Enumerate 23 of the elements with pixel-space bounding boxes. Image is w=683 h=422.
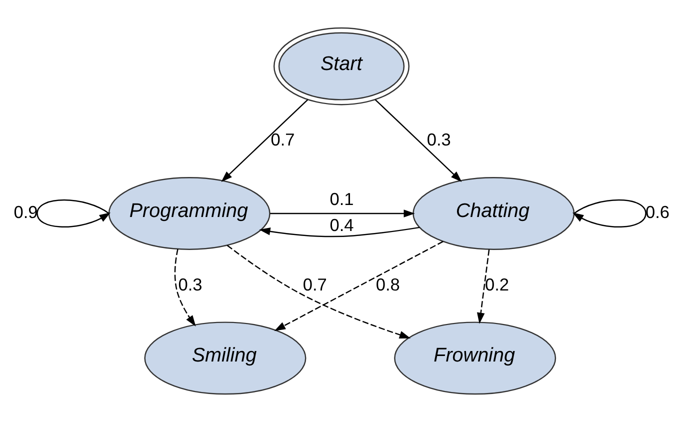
edge-label: 0.7 <box>270 130 295 150</box>
edge-label: 0.3 <box>426 130 451 150</box>
arrow <box>174 248 196 326</box>
arrow <box>374 99 462 182</box>
edge-label: 0.9 <box>14 202 38 222</box>
arrow <box>572 199 646 228</box>
node-ellipse: Frowning <box>394 322 556 395</box>
edge-label: 0.8 <box>376 274 400 294</box>
arrow <box>221 99 308 182</box>
arrow <box>36 199 111 228</box>
arrow <box>274 240 444 331</box>
arrow <box>259 226 420 238</box>
node-ellipse: Chatting <box>412 176 575 250</box>
edge-label: 0.2 <box>484 274 510 294</box>
edge-label: 0.1 <box>330 189 354 210</box>
node-ellipse: Start <box>273 27 410 106</box>
edge-label: 0.3 <box>178 274 202 294</box>
arrow <box>476 249 490 324</box>
arrow <box>270 210 415 218</box>
edge-label: 0.7 <box>302 274 327 294</box>
arrow <box>226 244 411 339</box>
edge-label: 0.6 <box>645 202 670 222</box>
edge-label: 0.4 <box>330 215 354 236</box>
